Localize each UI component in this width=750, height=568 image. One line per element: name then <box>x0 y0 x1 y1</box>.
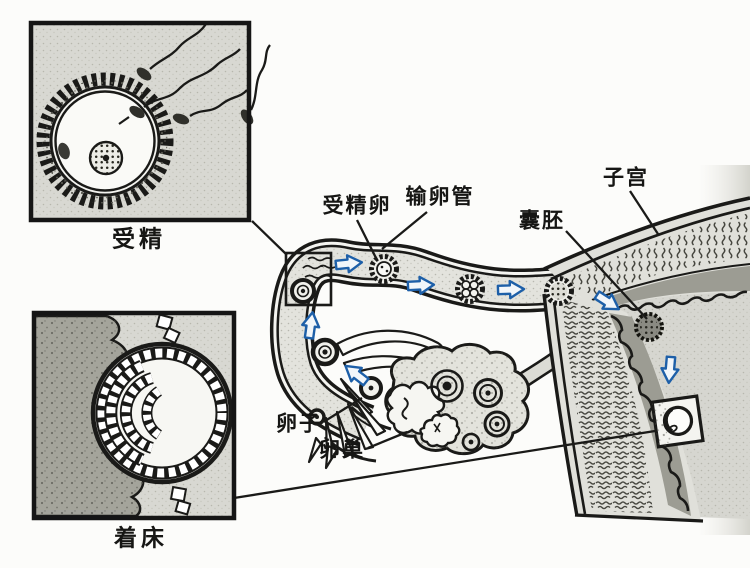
blastocyst-cell <box>634 312 664 342</box>
leader-line <box>251 220 288 256</box>
fertilized-egg-cell <box>369 254 399 284</box>
sperm-swarm <box>302 256 336 279</box>
leader-lines <box>233 190 659 500</box>
fertilization-inset <box>28 20 271 223</box>
caption-implantation: 着床 <box>114 524 168 551</box>
leader-line <box>565 230 648 320</box>
implantation-inset <box>31 310 237 521</box>
leader-line <box>355 219 379 261</box>
uterus-upper-wall <box>543 196 750 314</box>
leader-line <box>629 190 659 235</box>
fertilization-site-box <box>284 251 336 307</box>
ovum-small <box>308 408 326 426</box>
leader-line <box>324 397 363 422</box>
leader-line <box>381 211 428 250</box>
label-fertilized-egg: 受精卵 <box>322 194 392 218</box>
follicles <box>430 369 511 452</box>
leader-line <box>233 429 656 500</box>
implantation-site-box <box>650 394 705 449</box>
label-uterus: 子宫 <box>603 166 649 190</box>
caption-fertilization: 受精 <box>112 225 166 252</box>
blastocyst-drawing <box>90 313 234 516</box>
label-ovum: 卵子 <box>276 412 322 436</box>
corpus-luteum <box>419 413 461 448</box>
egg-and-embryo-stages <box>290 254 664 426</box>
morula-cell <box>544 276 574 306</box>
ovum-in-ampulla <box>310 337 340 367</box>
egg-cell-drawing <box>36 72 174 210</box>
egg-at-fertilization-site <box>290 278 316 304</box>
sperm-cells <box>118 23 271 125</box>
label-blastocyst: 囊胚 <box>519 209 565 233</box>
ovary-drawing <box>384 343 531 456</box>
leader-line <box>367 430 408 450</box>
cleavage-stage-cell <box>455 274 485 304</box>
label-oviduct: 输卵管 <box>405 185 475 209</box>
uterus-lower-wall <box>542 291 704 523</box>
label-ovary: 卵巢 <box>319 438 365 462</box>
